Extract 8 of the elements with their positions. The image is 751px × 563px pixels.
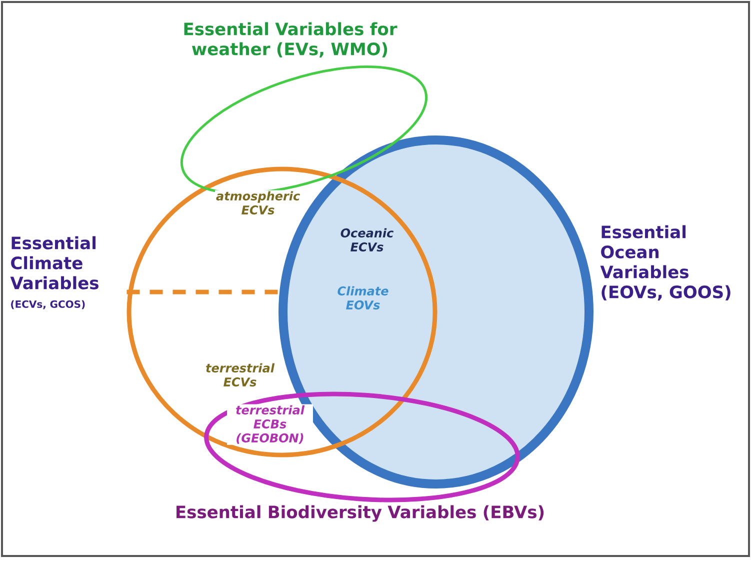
region-label: terrestrial ECVs <box>197 362 283 388</box>
heading: Essential Ocean Variables (EOVs, GOOS) <box>600 225 730 301</box>
heading: (ECVs, GCOS) <box>11 300 85 310</box>
heading: Essential Climate Variables <box>10 236 98 290</box>
dashed-line <box>126 290 278 294</box>
heading: Essential Biodiversity Variables (EBVs) <box>176 505 544 522</box>
region-label: atmospheric ECVs <box>215 190 301 216</box>
heading: Essential Variables for weather (EVs, WMO) <box>184 22 398 58</box>
